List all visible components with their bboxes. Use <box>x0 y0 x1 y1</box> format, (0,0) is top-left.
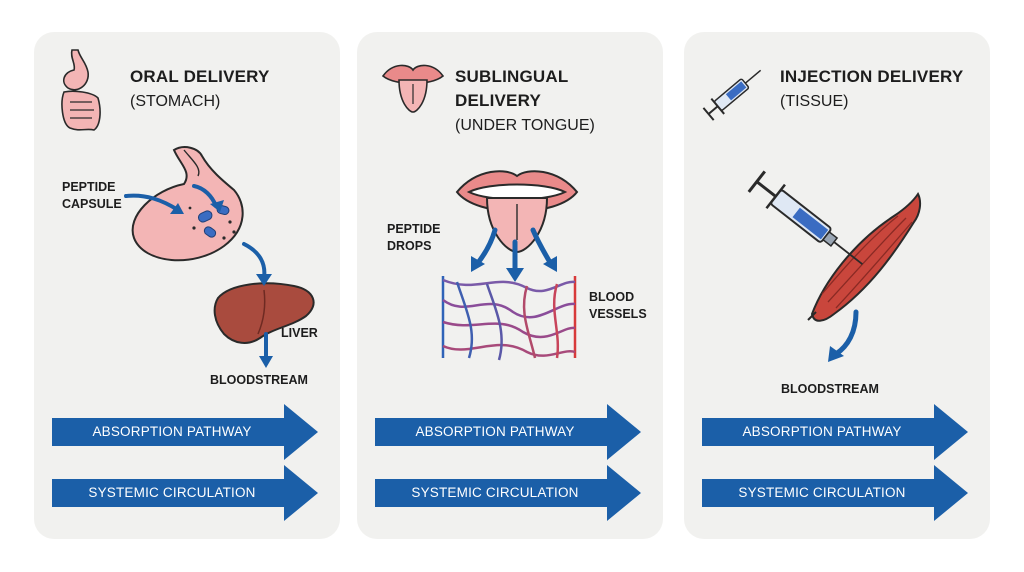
panel-subtitle: (UNDER TONGUE) <box>455 117 595 134</box>
syringe-icon <box>702 69 762 121</box>
liver-label: LIVER <box>281 326 318 340</box>
panel-subtitle: (STOMACH) <box>130 93 221 110</box>
injection-delivery-panel: INJECTION DELIVERY (TISSUE) BLOODSTREAM … <box>684 32 990 539</box>
bloodstream-label: BLOODSTREAM <box>781 382 879 396</box>
arrow-label: SYSTEMIC CIRCULATION <box>88 485 256 500</box>
arrow-label: ABSORPTION PATHWAY <box>92 424 252 439</box>
injection-illustration <box>702 69 922 362</box>
systemic-circulation-arrow: SYSTEMIC CIRCULATION <box>702 465 968 521</box>
absorption-pathway-arrow: ABSORPTION PATHWAY <box>702 404 968 460</box>
arrow-label: ABSORPTION PATHWAY <box>742 424 902 439</box>
drop-arrowheads <box>471 256 557 282</box>
peptide-drops-label: PEPTIDE DROPS <box>387 222 441 253</box>
systemic-circulation-arrow: SYSTEMIC CIRCULATION <box>375 465 641 521</box>
panel-title: ORAL DELIVERY <box>130 67 270 86</box>
absorption-pathway-arrow: ABSORPTION PATHWAY <box>52 404 318 460</box>
flow-arrow <box>833 309 859 357</box>
arrow-label: ABSORPTION PATHWAY <box>415 424 575 439</box>
liver-illustration <box>213 282 315 344</box>
panel-title: INJECTION DELIVERY <box>780 67 964 86</box>
panel-title: SUBLINGUAL DELIVERY <box>455 67 569 110</box>
arrowheads <box>170 200 273 368</box>
tongue-icon <box>381 64 445 113</box>
stomach-intestines-icon <box>61 49 101 131</box>
blood-vessels <box>441 276 577 361</box>
peptide-capsule-label: PEPTIDE CAPSULE <box>62 180 122 211</box>
oral-delivery-panel: ORAL DELIVERY (STOMACH) PEPTIDE CAPSULE … <box>34 32 340 539</box>
arrow-label: SYSTEMIC CIRCULATION <box>411 485 579 500</box>
sublingual-delivery-panel: SUBLINGUAL DELIVERY (UNDER TONGUE) PEPTI… <box>357 32 663 539</box>
oral-illustration <box>61 49 315 368</box>
sublingual-illustration <box>381 64 579 361</box>
blood-vessels-label: BLOOD VESSELS <box>589 290 647 321</box>
systemic-circulation-arrow: SYSTEMIC CIRCULATION <box>52 465 318 521</box>
flow-arrowhead <box>828 346 844 362</box>
syringe-illustration <box>747 170 863 265</box>
arrow-label: SYSTEMIC CIRCULATION <box>738 485 906 500</box>
stomach-illustration <box>131 146 244 262</box>
bloodstream-label: BLOODSTREAM <box>210 373 308 387</box>
panel-subtitle: (TISSUE) <box>780 93 849 110</box>
mouth-illustration <box>455 170 579 254</box>
muscle-tissue-illustration <box>807 192 922 322</box>
absorption-pathway-arrow: ABSORPTION PATHWAY <box>375 404 641 460</box>
